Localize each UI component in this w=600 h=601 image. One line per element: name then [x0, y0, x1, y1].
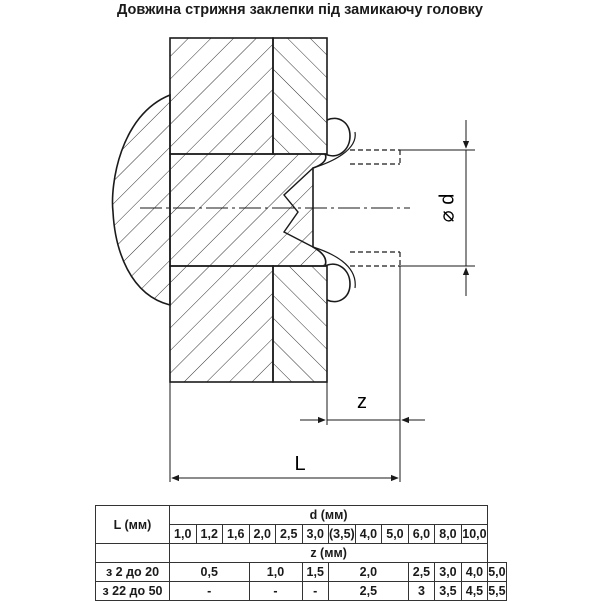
d-value-cell: 4,0	[354, 524, 383, 544]
z-header: z (мм)	[168, 543, 489, 563]
d-value-cell: 3,0	[301, 524, 329, 544]
lower-plate-right	[272, 265, 328, 383]
z-value-cell: 4,0	[460, 562, 489, 582]
z-value-cell: -	[248, 581, 303, 601]
z-value-cell: 5,5	[487, 581, 507, 601]
z-value-cell: 0,5	[169, 562, 250, 582]
rivet-shank	[169, 153, 327, 267]
row-label: з 22 до 50	[95, 581, 170, 601]
z-value-cell: 3,5	[434, 581, 462, 601]
z-header-row: z (мм)	[95, 543, 507, 563]
z-value-cell: 4,5	[460, 581, 489, 601]
z-value-cell: 1,0	[248, 562, 303, 582]
z-value-cell: -	[169, 581, 250, 601]
blank-cell	[95, 543, 170, 563]
d-value-cell: (3,5)	[328, 524, 356, 544]
d-value-cell: 10,0	[460, 524, 489, 544]
z-value-cell: -	[301, 581, 329, 601]
d-value-cell: 6,0	[407, 524, 436, 544]
closing-head-lower	[312, 246, 356, 303]
z-value-cell: 3	[407, 581, 436, 601]
z-value-cell: 1,5	[301, 562, 329, 582]
upper-plate-right	[272, 37, 328, 155]
z-value-cell: 3,0	[434, 562, 462, 582]
upper-plate-left	[169, 37, 274, 155]
z-value-cell: 5,0	[487, 562, 507, 582]
hidden-shank-lines	[350, 149, 401, 267]
z-value-cell: 2,0	[328, 562, 409, 582]
d-value-cell: 2,0	[248, 524, 276, 544]
L-dimension-label: L	[294, 453, 305, 475]
row-label: з 2 до 20	[95, 562, 170, 582]
extension-lines	[169, 266, 401, 482]
lower-plate-left	[169, 265, 274, 383]
l-header: L (мм)	[95, 505, 170, 544]
page-title: Довжина стрижня заклепки під замикаючу г…	[116, 2, 483, 18]
d-value-cell: 8,0	[434, 524, 462, 544]
closing-head-upper	[312, 117, 356, 169]
d-value-cell: 1,0	[169, 524, 197, 544]
d-header: d (мм)	[168, 505, 489, 525]
d-value-cell: 1,2	[195, 524, 223, 544]
d-value-cell: 1,6	[222, 524, 250, 544]
z-value-cell: 2,5	[407, 562, 436, 582]
d-value-cell: 2,5	[275, 524, 303, 544]
d-dimension-label: ⌀ d	[436, 194, 458, 223]
table-header-row: L (мм)d (мм)	[95, 505, 507, 544]
z-value-cell: 2,5	[328, 581, 409, 601]
d-value-cell: 5,0	[381, 524, 409, 544]
rivet-head	[111, 93, 171, 307]
z-dimension-label: z	[357, 391, 367, 413]
d-dimension	[400, 120, 475, 296]
